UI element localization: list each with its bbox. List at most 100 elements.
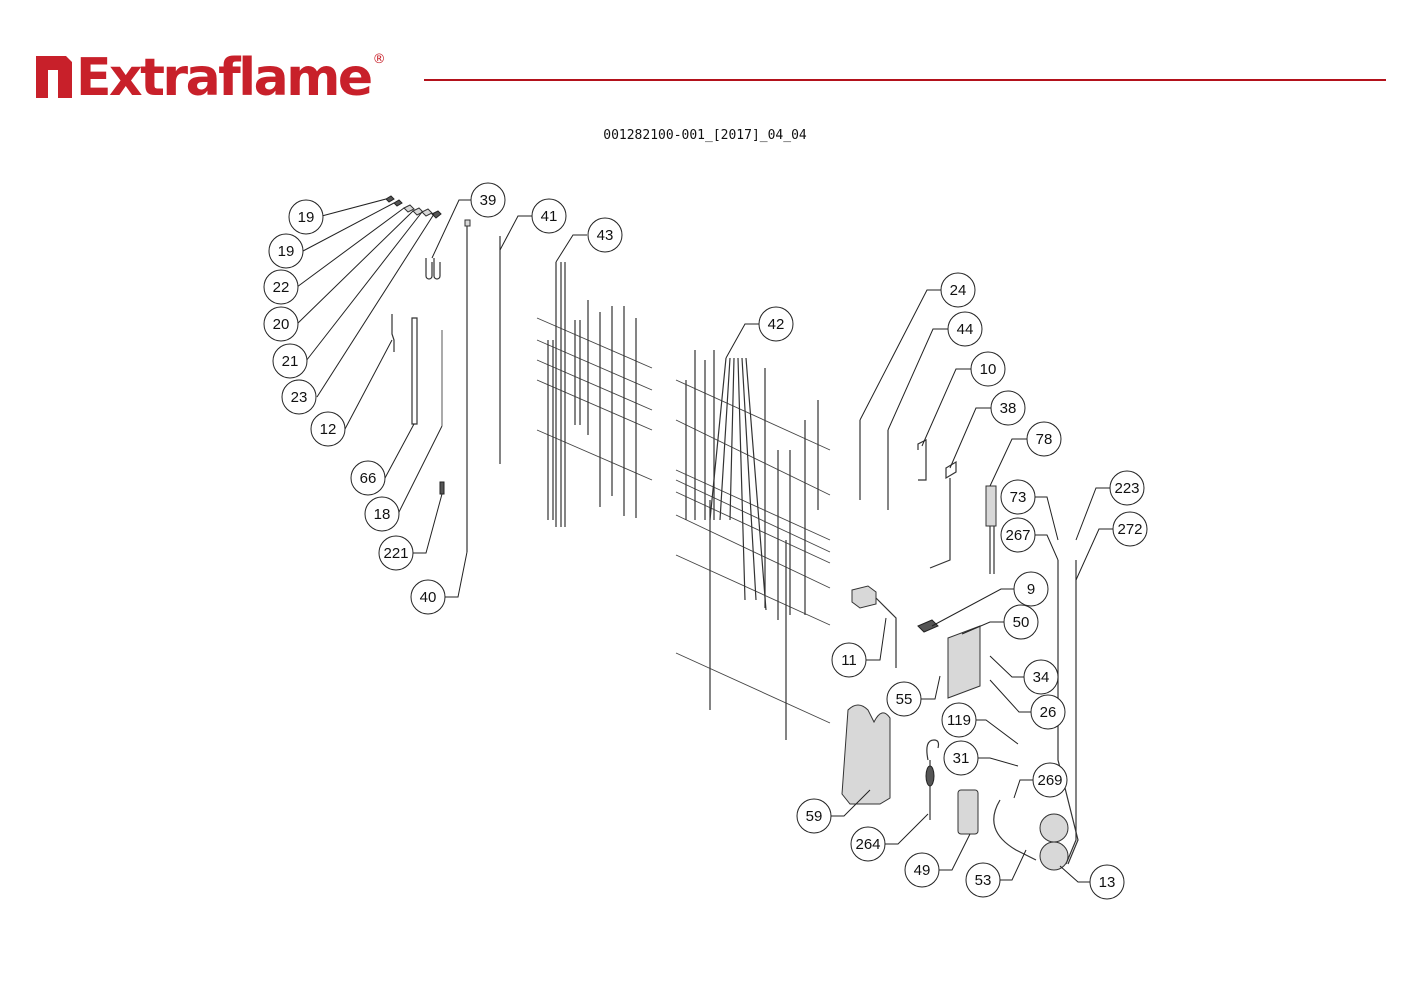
callout-number: 12	[320, 421, 337, 438]
callout-number: 20	[273, 316, 290, 333]
cartridge-78	[985, 485, 997, 527]
callout-number: 23	[291, 389, 308, 406]
callout-number: 19	[298, 209, 315, 226]
callout-73: 73	[1000, 479, 1036, 515]
callout-circle	[470, 182, 506, 218]
callout-number: 31	[953, 750, 970, 767]
callout-circle	[940, 272, 976, 308]
callout-number: 223	[1114, 480, 1139, 497]
callout-circle	[990, 390, 1026, 426]
callout-55: 55	[886, 681, 922, 717]
callout-circle	[1109, 470, 1145, 506]
callout-circle	[310, 411, 346, 447]
callout-number: 78	[1036, 431, 1053, 448]
callout-circle	[947, 311, 983, 347]
board-50	[947, 625, 981, 699]
callout-number: 272	[1117, 521, 1142, 538]
callout-circle	[965, 862, 1001, 898]
probe	[391, 314, 395, 352]
callout-78: 78	[1026, 421, 1062, 457]
callout-12: 12	[310, 411, 346, 447]
callout-26: 26	[1030, 694, 1066, 730]
callout-circle	[1000, 517, 1036, 553]
leader-lines	[296, 198, 1113, 883]
brand-name: Extraflame	[76, 48, 373, 108]
callout-number: 267	[1005, 527, 1030, 544]
callout-circle	[531, 198, 567, 234]
callout-number: 39	[480, 192, 497, 209]
callout-119: 119	[941, 702, 977, 738]
callout-34: 34	[1023, 659, 1059, 695]
callout-circle	[1000, 479, 1036, 515]
callout-circle	[758, 306, 794, 342]
callout-267: 267	[1000, 517, 1036, 553]
callout-number: 42	[768, 316, 785, 333]
display-49	[957, 789, 979, 835]
callout-40: 40	[410, 579, 446, 615]
callout-number: 41	[541, 208, 558, 225]
callout-number: 55	[896, 691, 913, 708]
callout-59: 59	[796, 798, 832, 834]
callout-circle	[941, 702, 977, 738]
callout-number: 21	[282, 353, 299, 370]
callout-10: 10	[970, 351, 1006, 387]
callout-20: 20	[263, 306, 299, 342]
callout-number: 18	[374, 506, 391, 523]
callout-23: 23	[281, 379, 317, 415]
connector-221	[439, 481, 445, 495]
callout-9: 9	[1013, 571, 1049, 607]
callout-circle	[796, 798, 832, 834]
callout-number: 53	[975, 872, 992, 889]
callout-264: 264	[850, 826, 886, 862]
callout-circle	[587, 217, 623, 253]
callout-circle	[1026, 421, 1062, 457]
callout-circle	[272, 343, 308, 379]
callout-11: 11	[831, 642, 867, 678]
header-rule	[424, 79, 1386, 81]
callout-number: 66	[360, 470, 377, 487]
callout-circle	[1089, 864, 1125, 900]
callout-circle	[268, 233, 304, 269]
callout-21: 21	[272, 343, 308, 379]
callout-number: 221	[383, 545, 408, 562]
callout-66: 66	[350, 460, 386, 496]
callout-number: 24	[950, 282, 967, 299]
callout-19: 19	[288, 199, 324, 235]
callout-circle	[1112, 511, 1148, 547]
box-11	[851, 585, 877, 609]
callout-circle	[904, 852, 940, 888]
tube-272	[1065, 560, 1077, 865]
callout-circle	[1003, 604, 1039, 640]
rod-tube	[411, 317, 418, 425]
callout-number: 43	[597, 227, 614, 244]
callout-number: 38	[1000, 400, 1017, 417]
callout-number: 13	[1099, 874, 1116, 891]
callout-circle	[263, 306, 299, 342]
callout-41: 41	[531, 198, 567, 234]
callout-circle	[263, 269, 299, 305]
callout-number: 50	[1013, 614, 1030, 631]
callout-circle	[831, 642, 867, 678]
callout-223: 223	[1109, 470, 1145, 506]
callout-number: 10	[980, 361, 997, 378]
callout-bubbles: 1919222021231266182214039414342244410387…	[263, 182, 1148, 900]
callout-circle	[1023, 659, 1059, 695]
callout-circle	[281, 379, 317, 415]
callout-number: 22	[273, 279, 290, 296]
callout-31: 31	[943, 740, 979, 776]
fuse-holder-9	[917, 619, 939, 633]
callout-circle	[364, 496, 400, 532]
brand-logo: Extraflame ®	[34, 50, 386, 106]
callout-38: 38	[990, 390, 1026, 426]
pressure-switch-38	[929, 460, 957, 569]
callout-circle	[288, 199, 324, 235]
callout-13: 13	[1089, 864, 1125, 900]
small-fittings	[385, 195, 442, 219]
callout-circle	[350, 460, 386, 496]
callout-number: 26	[1040, 704, 1057, 721]
callout-number: 40	[420, 589, 437, 606]
panel-59	[841, 704, 891, 805]
callout-39: 39	[470, 182, 506, 218]
